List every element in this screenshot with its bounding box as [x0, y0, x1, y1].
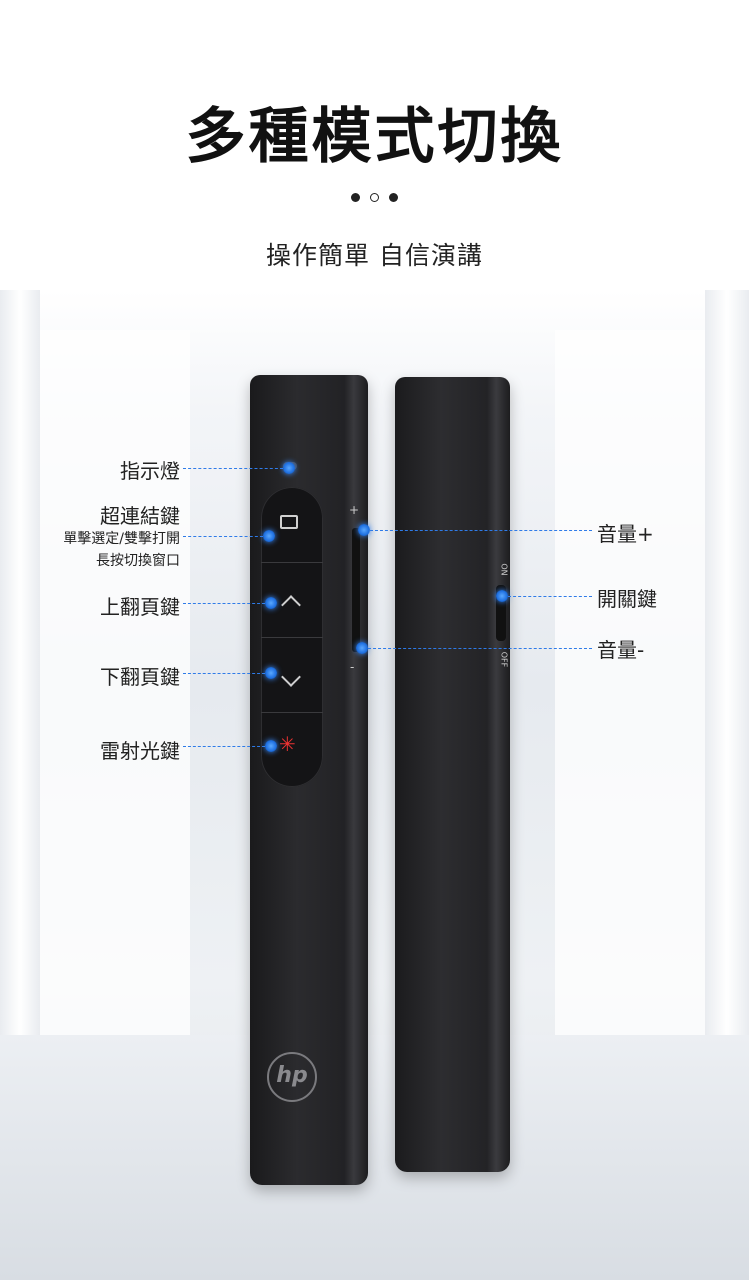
label-page-up: 上翻頁鍵	[100, 595, 180, 619]
page-subtitle: 操作簡單 自信演講	[266, 241, 483, 270]
button-divider	[261, 712, 323, 713]
switch-on-label: ON	[499, 563, 509, 576]
label-hyperlink-desc1: 單擊選定/雙擊打開	[63, 531, 180, 547]
header-background	[0, 0, 749, 300]
label-laser: 雷射光鍵	[100, 739, 180, 763]
dot-hollow	[370, 193, 379, 202]
label-indicator: 指示燈	[120, 459, 180, 483]
minus-mark: -	[350, 660, 355, 674]
callout-line-power	[508, 596, 592, 597]
marker-volume-down	[356, 642, 368, 654]
callout-line-page-up	[183, 603, 265, 604]
pillar-left	[0, 290, 40, 1050]
callout-line-volume-up	[370, 530, 592, 531]
pillar-right	[705, 290, 749, 1050]
label-hyperlink: 超連結鍵	[100, 504, 180, 528]
label-page-down: 下翻頁鍵	[100, 665, 180, 689]
switch-off-label: OFF	[499, 651, 509, 668]
marker-indicator	[283, 462, 295, 474]
button-divider	[261, 637, 323, 638]
label-hyperlink-desc2: 長按切換窗口	[96, 553, 180, 569]
callout-line-hyperlink	[183, 536, 263, 537]
label-volume-up: 音量+	[597, 522, 654, 546]
label-power: 開關鍵	[597, 587, 657, 611]
hp-logo: hp	[267, 1052, 317, 1102]
volume-rocker	[352, 528, 360, 652]
label-volume-down: 音量-	[597, 638, 645, 662]
marker-volume-up	[358, 524, 370, 536]
callout-line-volume-down	[368, 648, 592, 649]
light-panel-right	[555, 330, 705, 1090]
power-switch	[496, 585, 506, 641]
plus-mark: +	[349, 503, 360, 517]
callout-line-laser	[183, 746, 265, 747]
laser-icon: ✳	[279, 732, 296, 756]
callout-line-indicator	[183, 468, 283, 469]
light-panel-left	[40, 330, 190, 1090]
marker-page-up	[265, 597, 277, 609]
marker-laser	[265, 740, 277, 752]
square-icon	[280, 515, 298, 529]
marker-power	[496, 590, 508, 602]
dot-filled	[351, 193, 360, 202]
page-title: 多種模式切換	[185, 102, 564, 172]
floor	[0, 1035, 749, 1280]
pagination-dots	[351, 193, 399, 203]
marker-page-down	[265, 667, 277, 679]
room-background	[0, 290, 749, 1280]
marker-hyperlink	[263, 530, 275, 542]
button-divider	[261, 562, 323, 563]
presenter-side-view	[395, 377, 510, 1172]
callout-line-page-down	[183, 673, 265, 674]
dot-filled	[389, 193, 398, 202]
